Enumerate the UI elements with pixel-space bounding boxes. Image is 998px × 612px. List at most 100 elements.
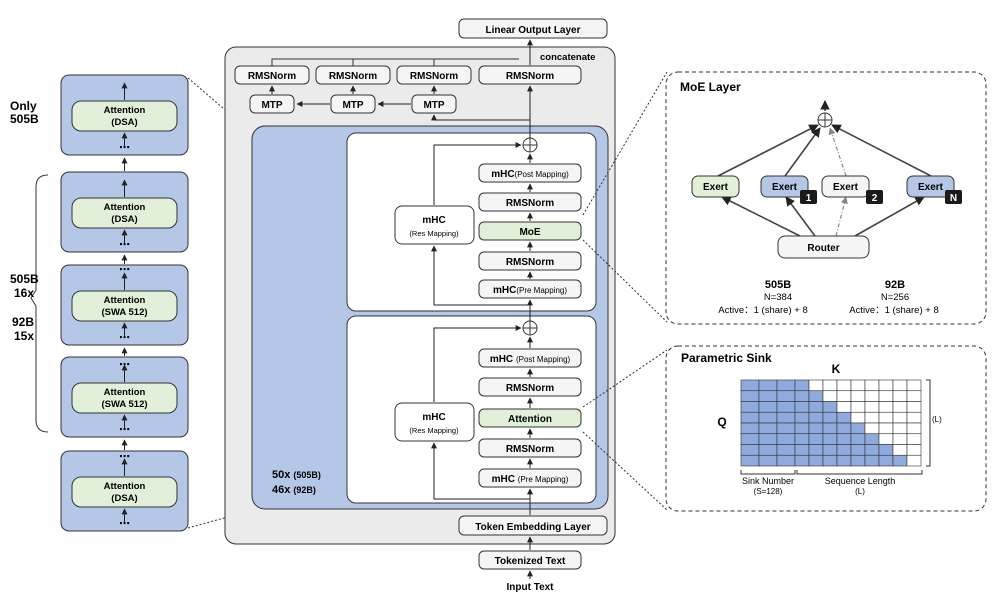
expert-1	[760, 175, 809, 198]
sequence-cell	[864, 422, 880, 435]
moe-core	[478, 221, 582, 241]
attn-pre-label: mHC (Pre Mapping)	[492, 474, 569, 485]
sequence-cell	[794, 444, 810, 456]
sequence-cell	[906, 390, 922, 402]
left-attention-3-sub: (SWA 512)	[101, 307, 147, 318]
seq-length-bracket	[796, 470, 923, 475]
rmsnorm-mtp-3	[396, 65, 472, 85]
sequence-cell	[850, 401, 866, 413]
repeat-bracket	[30, 174, 49, 433]
sequence-cell	[878, 433, 894, 445]
moe-arrows	[717, 100, 932, 237]
mid-label-1: 505B	[10, 272, 39, 286]
sequence-cell	[836, 379, 852, 392]
left-attention-4-sub: (SWA 512)	[101, 399, 147, 410]
moe-pre-mapping	[478, 279, 582, 299]
sink-cell	[758, 411, 778, 424]
left-attention-4-name: Attention	[104, 387, 146, 398]
left-attention-1-name: Attention	[104, 105, 146, 116]
sequence-cell	[794, 433, 810, 445]
sequence-cell	[864, 433, 880, 445]
attn-res-sub: (Res Mapping)	[409, 426, 459, 435]
dots-4: ⋯	[119, 332, 130, 344]
sequence-cell	[878, 390, 894, 402]
moe-pre-label: mHC(Pre Mapping)	[493, 285, 567, 296]
dots-3: ⋯	[119, 264, 130, 276]
sink-cell	[776, 454, 796, 467]
left-attention-1-sub: (DSA)	[111, 117, 137, 128]
sink-cell	[758, 390, 778, 402]
badge-2-label: 2	[872, 193, 878, 204]
dots-6: ⋯	[119, 424, 130, 436]
sequence-cell	[906, 379, 922, 392]
moe-res-mapping	[394, 205, 475, 245]
badge-n	[945, 190, 962, 204]
sequence-cell	[794, 454, 810, 467]
sequence-cell	[892, 390, 908, 402]
sequence-cell	[822, 433, 838, 445]
attn-rmsnorm-bottom	[478, 438, 582, 458]
badge-n-label: N	[950, 193, 957, 204]
sink-number-bracket	[740, 470, 796, 475]
token-embedding-box	[458, 515, 608, 536]
attn-res-mapping	[394, 402, 475, 442]
moe-505b-title: 505B	[765, 279, 791, 291]
sequence-cell	[864, 379, 880, 392]
sink-cell	[776, 390, 796, 402]
moe-inactive-arrows	[828, 127, 848, 237]
sequence-cell	[808, 401, 824, 413]
sink-cell	[776, 411, 796, 424]
sequence-cell	[906, 433, 922, 445]
attn-core	[478, 408, 582, 428]
sink-cell	[740, 433, 760, 445]
sequence-cell	[808, 433, 824, 445]
expert-2	[821, 175, 870, 198]
sequence-cell	[878, 401, 894, 413]
sink-cell	[776, 422, 796, 435]
attn-core-label: Attention	[508, 414, 552, 425]
sequence-cell	[822, 444, 838, 456]
attn-rmsnorm-top-label: RMSNorm	[506, 383, 554, 394]
sequence-cell	[836, 411, 852, 424]
sequence-cell	[906, 422, 922, 435]
sink-row-bracket	[926, 379, 931, 467]
sequence-cell	[878, 411, 894, 424]
dots-1: ⋯	[119, 142, 130, 154]
sink-cell	[758, 422, 778, 435]
sequence-cell	[878, 444, 894, 456]
moe-post-label: mHC(Post Mapping)	[491, 169, 569, 180]
linear-output-label: Linear Output Layer	[485, 25, 580, 36]
sink-cell	[740, 401, 760, 413]
dots-2: ⋯	[119, 239, 130, 251]
router	[777, 235, 870, 259]
moe-post-mapping	[478, 163, 582, 183]
dots-5: ⋯	[119, 359, 130, 371]
rmsnorm-mtp-3-label: RMSNorm	[410, 71, 458, 82]
rmsnorm-mtp-1	[234, 65, 310, 85]
moe-title: MoE Layer	[680, 80, 741, 94]
sequence-cell	[864, 444, 880, 456]
sequence-cell	[864, 411, 880, 424]
moe-92b-n: N=256	[881, 292, 909, 303]
left-attention-2-name: Attention	[104, 202, 146, 213]
sequence-cell	[808, 390, 824, 402]
expert-1-label: Exert	[772, 182, 798, 193]
left-connectors	[187, 77, 261, 529]
rmsnorm-final-label: RMSNorm	[506, 71, 554, 82]
left-attention-3-name: Attention	[104, 295, 146, 306]
left-layer-stack: Only 505B 505B 16x 92B 15x Attention (DS…	[10, 74, 189, 532]
left-attention-4	[71, 382, 178, 414]
sequence-cell	[822, 379, 838, 392]
badge-1	[800, 190, 817, 204]
sink-cell	[740, 379, 760, 392]
expert-n	[906, 175, 955, 198]
tokenized-text-label: Tokenized Text	[495, 556, 566, 567]
sequence-cell	[808, 379, 824, 392]
sequence-cell	[808, 454, 824, 467]
input-text-label: Input Text	[506, 582, 554, 593]
mtp-2	[330, 94, 376, 114]
sequence-cell	[850, 454, 866, 467]
moe-505b-active: Active：1 (share) + 8	[718, 305, 808, 316]
repeat-92b: 46x (92B)	[272, 484, 316, 496]
sink-cell	[776, 444, 796, 456]
